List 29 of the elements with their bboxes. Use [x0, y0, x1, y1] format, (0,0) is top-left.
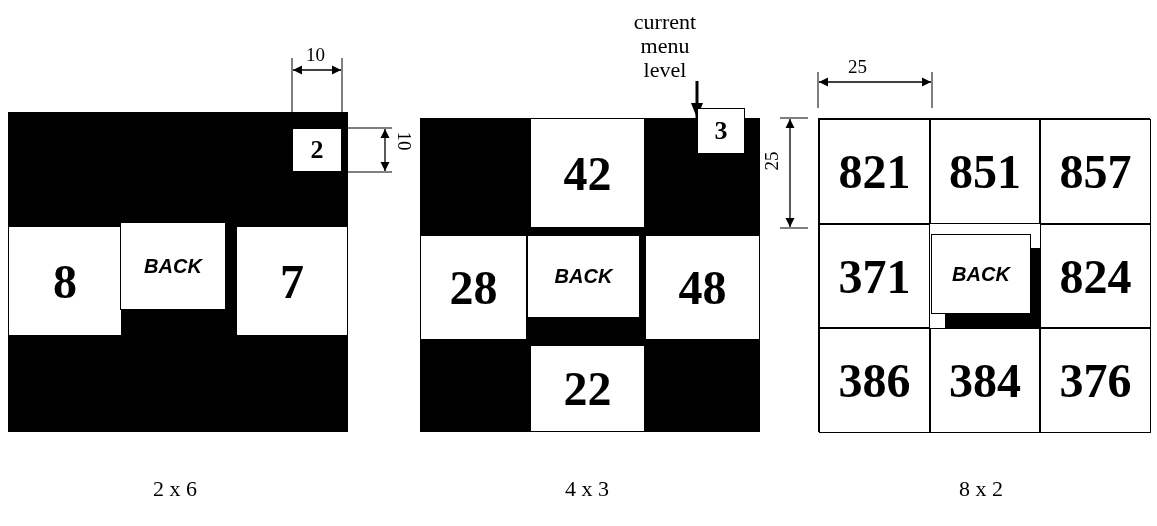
menu-level-box: 3 — [697, 108, 745, 154]
menu-tile: 7 — [236, 226, 348, 336]
menu-cell: 386 — [819, 328, 930, 433]
back-tile: BACK — [527, 235, 640, 318]
grid-caption: 4 x 3 — [565, 476, 609, 502]
dimension-label: 10 — [306, 44, 325, 66]
dimension-label: 25 — [848, 56, 867, 78]
menu-cell: 857 — [1040, 119, 1151, 224]
menu-tile: 48 — [645, 235, 760, 340]
menu-tile: 28 — [420, 235, 527, 340]
menu-level-box: 2 — [292, 128, 342, 172]
back-tile: BACK — [120, 222, 226, 310]
grid-caption: 8 x 2 — [959, 476, 1003, 502]
callout-text: current menu level — [625, 10, 705, 85]
menu-cell: 851 — [930, 119, 1040, 224]
menu-tile: 8 — [8, 226, 122, 336]
menu-cell: 376 — [1040, 328, 1151, 433]
menu-tile: 22 — [530, 345, 645, 432]
menu-cell: 384 — [930, 328, 1040, 433]
menu-cell: 821 — [819, 119, 930, 224]
dimension-label: 25 — [760, 151, 783, 171]
leader-line — [691, 81, 703, 118]
menu-cell: 824 — [1040, 224, 1151, 328]
menu-grid — [8, 112, 348, 432]
grid-caption: 2 x 6 — [153, 476, 197, 502]
menu-grid — [818, 118, 1150, 432]
dimension-label: 10 — [392, 131, 415, 151]
menu-cell: 371 — [819, 224, 930, 328]
menu-tile: 42 — [530, 118, 645, 228]
